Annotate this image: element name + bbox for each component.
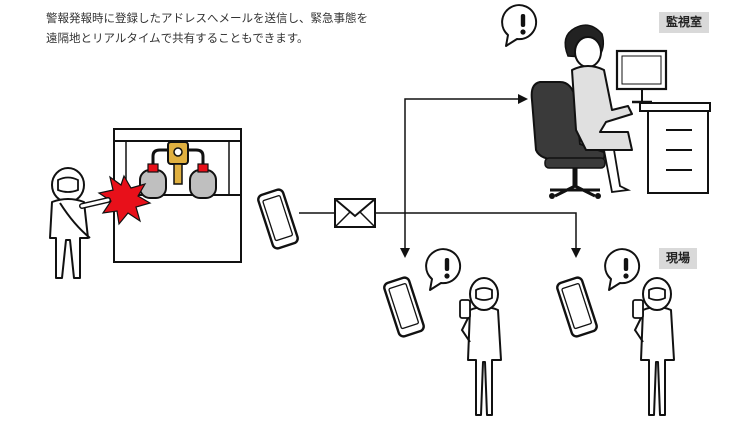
description-line-1: 警報発報時に登録したアドレスへメールを送信し、緊急事態を [46, 11, 368, 25]
description-line-2: 遠隔地とリアルタイムで共有することもできます。 [46, 31, 309, 45]
gas-cylinders [139, 141, 217, 199]
monitoring-room-label: 監視室 [659, 12, 710, 33]
field-worker-figure-left [459, 277, 502, 416]
alarm-burst-icon [97, 174, 152, 226]
field-site-label: 現場 [659, 248, 698, 269]
receiver-phone-icon-right [554, 275, 600, 339]
description-text: 警報発報時に登録したアドレスへメールを送信し、緊急事態を 遠隔地とリアルタイムで… [46, 8, 466, 48]
alarm-operator-figure [49, 167, 111, 279]
field-worker-figure-right [632, 277, 675, 416]
receiver-phone-icon-left [381, 275, 427, 339]
arrow-to-monitoring-room [375, 94, 528, 214]
monitoring-operator-figure [530, 24, 711, 199]
mail-envelope-icon [334, 198, 376, 228]
alert-bubble-icon-field-right [604, 248, 641, 291]
alert-bubble-icon-monitoring [501, 4, 538, 47]
sender-phone-icon [255, 187, 301, 251]
arrow-to-field-right [405, 212, 581, 258]
alert-bubble-icon-field-left [425, 248, 462, 291]
